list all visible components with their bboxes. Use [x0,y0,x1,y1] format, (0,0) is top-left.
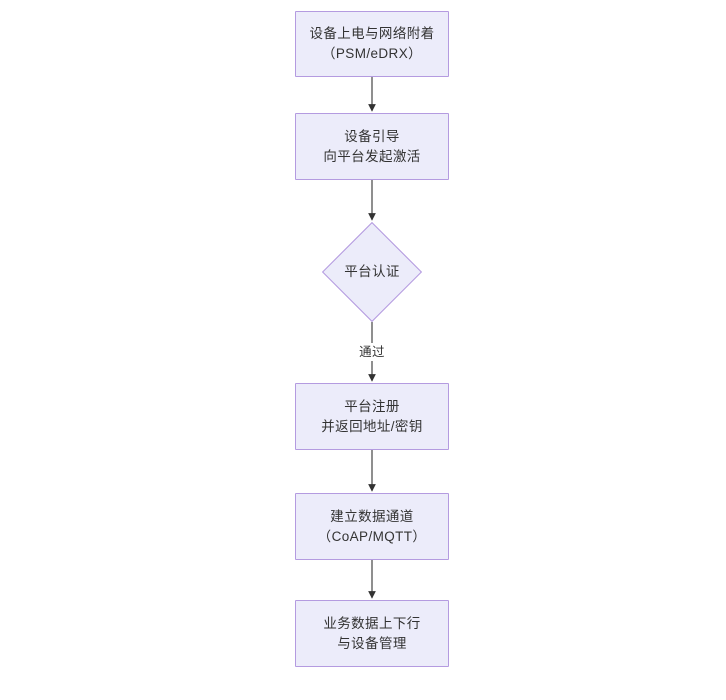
node-bootstrap-line-1: 设备引导 [344,128,400,144]
diamond-shape [322,222,422,322]
node-data-channel-line-2: （CoAP/MQTT） [317,528,427,544]
node-bootstrap-line-2: 向平台发起激活 [323,148,421,164]
node-platform-auth-label: 平台认证 [344,264,400,279]
node-power-on-line-1: 设备上电与网络附着 [309,26,435,41]
node-power-on-line-2: （PSM/eDRX） [321,46,423,61]
node-power-on[interactable]: 设备上电与网络附着 （PSM/eDRX） [295,11,449,77]
node-data-channel-line-1: 建立数据通道 [330,508,414,524]
node-platform-register-line-1: 平台注册 [344,398,400,414]
node-platform-register-line-2: 并返回地址/密钥 [321,418,423,434]
node-data-channel[interactable]: 建立数据通道 （CoAP/MQTT） [295,493,449,560]
node-platform-register[interactable]: 平台注册 并返回地址/密钥 [295,383,449,450]
node-platform-auth[interactable]: 平台认证 [322,222,422,322]
node-service-data[interactable]: 业务数据上下行 与设备管理 [295,600,449,667]
node-bootstrap[interactable]: 设备引导 向平台发起激活 [295,113,449,180]
node-service-data-line-1: 业务数据上下行 [323,615,421,631]
edge-label-tongguo: 通过 [356,343,388,361]
node-service-data-line-2: 与设备管理 [337,635,407,651]
